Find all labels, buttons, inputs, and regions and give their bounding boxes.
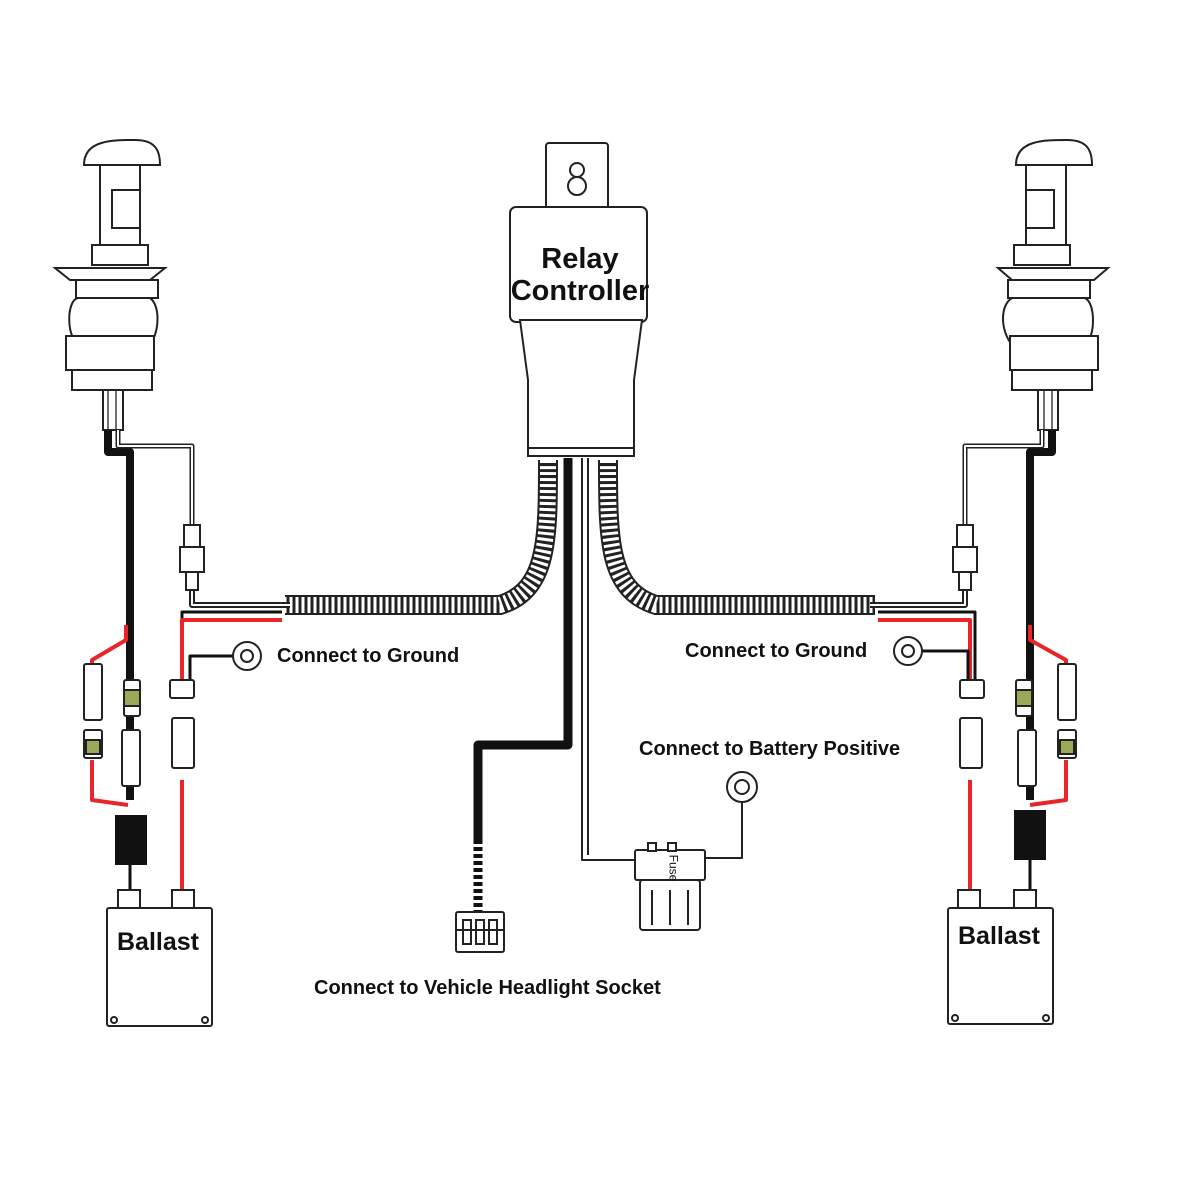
right-ground-ring — [893, 636, 923, 666]
left-side-assembly — [52, 138, 290, 1027]
relay-mount-hole-large — [567, 176, 587, 196]
socket-black-wire — [473, 458, 573, 840]
relay-label-line2: Controller — [510, 275, 650, 307]
relay-label-line1: Relay — [541, 243, 619, 275]
fuse-to-ring-wire — [705, 800, 743, 859]
battery-feed-wire — [581, 458, 635, 861]
ground-label-left: Connect to Ground — [277, 645, 460, 667]
relay-mount-hole — [569, 162, 585, 178]
left-black-wire — [104, 430, 134, 800]
ground-label-right: Connect to Ground — [685, 640, 868, 662]
right-hid-bulb — [995, 138, 1111, 431]
left-ground-ring — [232, 641, 262, 671]
ballast-label-right: Ballast — [958, 922, 1040, 950]
relay-label: Relay Controller — [505, 243, 655, 307]
left-red-wire — [180, 618, 282, 680]
left-connectors — [83, 663, 195, 787]
right-ballast — [947, 889, 1054, 1025]
left-hid-bulb — [52, 138, 168, 431]
battery-ring-terminal — [726, 771, 758, 803]
relay-coil-cables — [285, 459, 875, 615]
relay-neck — [518, 319, 644, 449]
right-ground-wire — [922, 649, 970, 680]
fuse-label: Fuse — [666, 854, 681, 882]
left-ground-wire — [188, 654, 235, 680]
relay-base — [527, 447, 635, 457]
right-sensor-connector — [952, 524, 978, 591]
headlight-socket-connector — [455, 911, 505, 953]
left-ballast — [106, 889, 213, 1027]
headlight-socket-label: Connect to Vehicle Headlight Socket — [314, 977, 661, 999]
battery-label: Connect to Battery Positive — [639, 738, 901, 760]
left-inline-filter — [115, 815, 147, 865]
right-inline-filter — [1014, 810, 1046, 860]
relay-controller — [509, 142, 648, 457]
right-connectors — [959, 663, 1077, 787]
center-wires — [473, 458, 743, 915]
right-side-assembly — [870, 138, 1111, 1025]
right-red-wire — [878, 618, 972, 680]
ballast-label-left: Ballast — [117, 928, 199, 956]
left-sensor-connector — [179, 524, 205, 591]
fuse-holder — [634, 842, 706, 931]
